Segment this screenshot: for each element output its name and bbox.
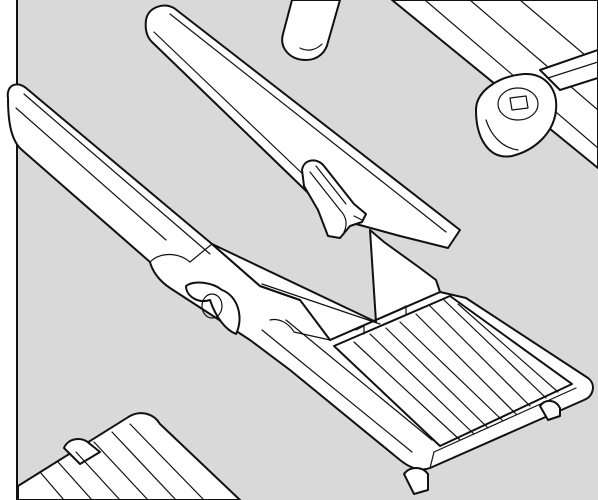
back-rail-arm (144, 4, 461, 249)
handle-knob-icon (475, 72, 558, 158)
food-holder-part (17, 412, 241, 500)
ribbed-platform-plate (333, 295, 573, 447)
v-blade-assembly (211, 229, 441, 341)
blade-holder-clip (301, 159, 367, 239)
top-arm-part (281, 0, 341, 61)
slicer-feet (403, 400, 561, 495)
